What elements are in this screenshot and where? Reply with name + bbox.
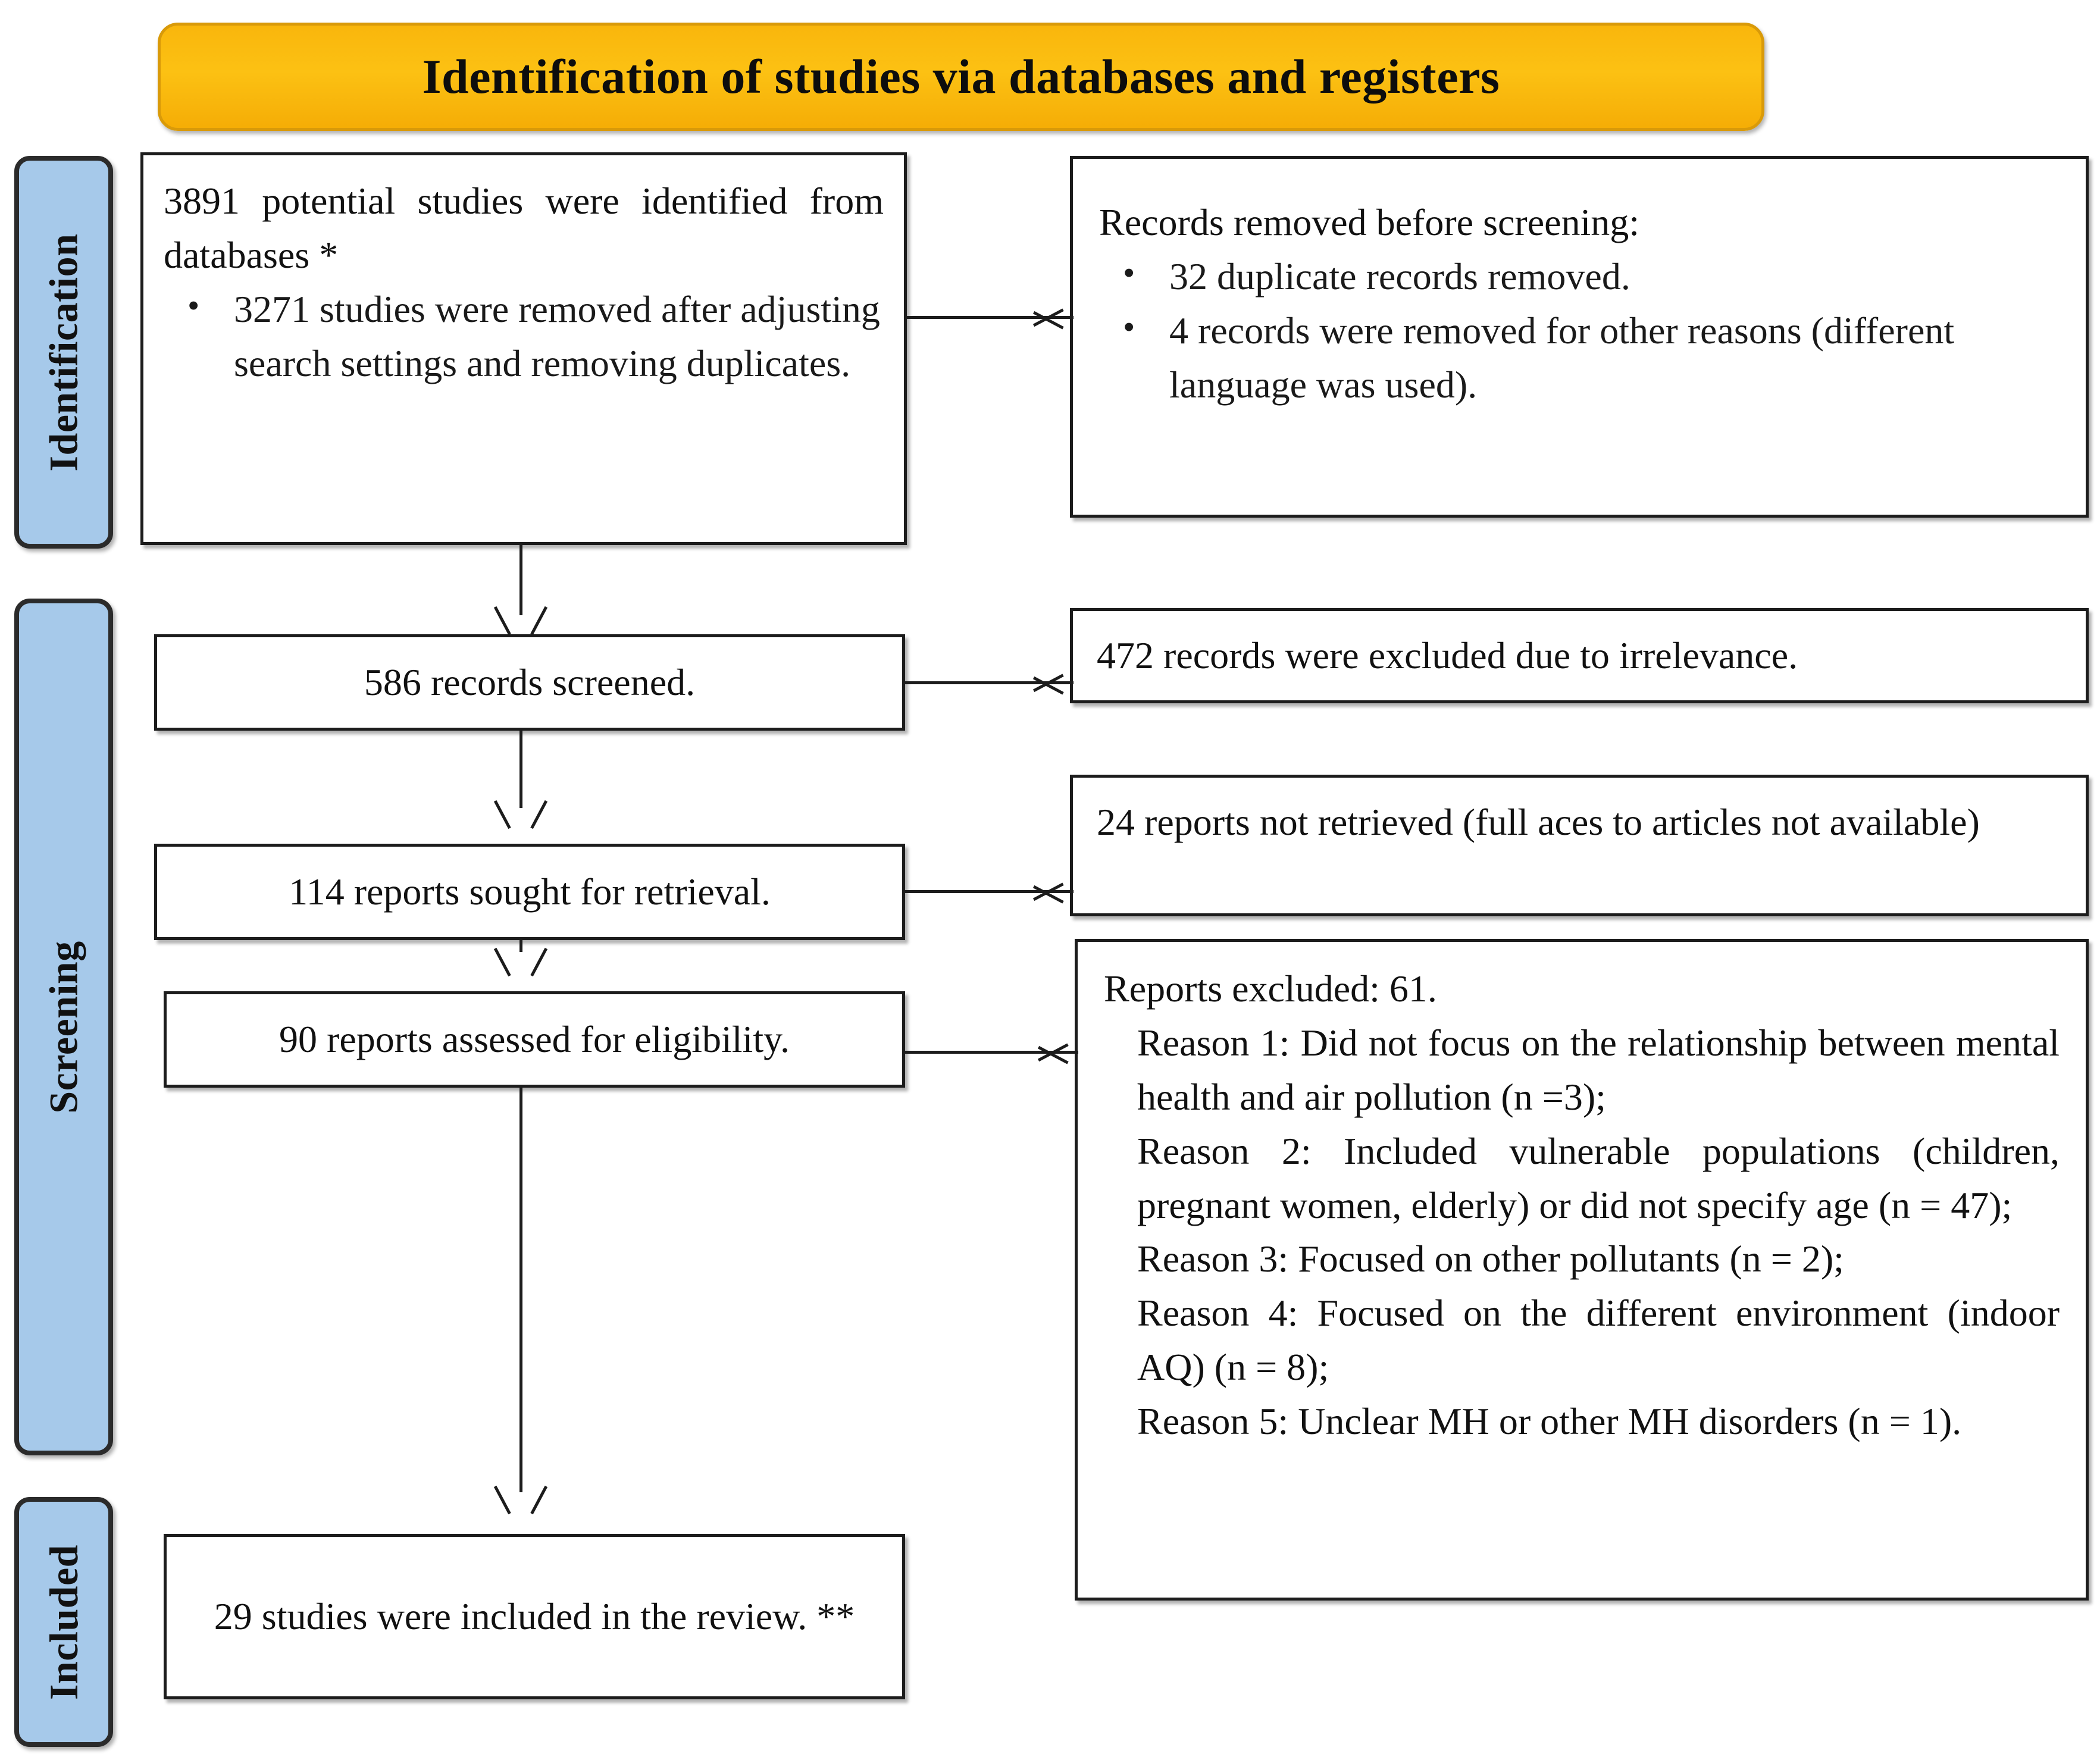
arrowhead-identified-to-removed: [1049, 301, 1076, 334]
records-excluded-text: 472 records were excluded due to irrelev…: [1097, 634, 1798, 677]
arrowhead-assessed-to-excluded: [1053, 1036, 1081, 1069]
connector-sought-to-assessed: [519, 940, 522, 952]
studies-identified-heading: 3891 potential studies were identified f…: [164, 180, 884, 276]
studies-identified-bullets: 3271 studies were removed after adjustin…: [164, 281, 884, 391]
studies-included-text: 29 studies were included in the review. …: [214, 1595, 855, 1637]
connector-screened-to-sought: [519, 731, 522, 808]
connector-assessed-to-included: [519, 1088, 522, 1492]
records-removed-heading: Records removed before screening:: [1099, 201, 1640, 243]
stage-label-identification: Identification: [14, 156, 113, 549]
connector-identified-to-removed: [907, 316, 1074, 319]
list-item: 32 duplicate records removed.: [1099, 249, 2060, 304]
stage-label-identification-text: Identification: [40, 233, 86, 471]
connector-identified-to-screened: [519, 545, 522, 615]
box-records-excluded-irrelevance: 472 records were excluded due to irrelev…: [1070, 608, 2089, 703]
box-reports-assessed: 90 reports assessed for eligibility.: [164, 991, 905, 1088]
arrowhead-assessed-to-included: [504, 1485, 537, 1512]
arrowhead-screened-to-excluded: [1049, 666, 1076, 700]
box-studies-included: 29 studies were included in the review. …: [164, 1534, 905, 1699]
stage-label-screening: Screening: [14, 599, 113, 1455]
arrowhead-identified-to-screened: [504, 606, 537, 633]
reports-sought-text: 114 reports sought for retrieval.: [289, 870, 771, 913]
exclusion-reason-5: Reason 5: Unclear MH or other MH disorde…: [1137, 1400, 1962, 1442]
exclusion-reason-2: Reason 2: Included vulnerable population…: [1137, 1129, 2060, 1226]
connector-screened-to-excluded: [905, 681, 1074, 684]
exclusion-reason-4: Reason 4: Focused on the different envir…: [1137, 1292, 2060, 1389]
reports-assessed-text: 90 reports assessed for eligibility.: [279, 1017, 790, 1060]
diagram-header-banner: Identification of studies via databases …: [158, 23, 1764, 131]
connector-sought-to-not-retrieved: [905, 890, 1074, 893]
records-screened-text: 586 records screened.: [364, 660, 696, 703]
reports-excluded-heading: Reports excluded: 61.: [1104, 967, 1437, 1010]
stage-label-included-text: Included: [40, 1544, 86, 1700]
exclusion-reason-1: Reason 1: Did not focus on the relations…: [1137, 1021, 2060, 1118]
arrowhead-screened-to-sought: [504, 800, 537, 827]
box-reports-sought: 114 reports sought for retrieval.: [154, 844, 905, 940]
box-records-screened: 586 records screened.: [154, 634, 905, 731]
list-item: 3271 studies were removed after adjustin…: [164, 281, 884, 391]
page-title: Identification of studies via databases …: [422, 49, 1500, 104]
exclusion-reason-3: Reason 3: Focused on other pollutants (n…: [1137, 1238, 1844, 1280]
reports-not-retrieved-text: 24 reports not retrieved (full aces to a…: [1097, 801, 1980, 843]
box-studies-identified: 3891 potential studies were identified f…: [140, 152, 907, 545]
stage-label-included: Included: [14, 1497, 113, 1747]
connector-assessed-to-excluded: [905, 1051, 1078, 1054]
box-reports-not-retrieved: 24 reports not retrieved (full aces to a…: [1070, 775, 2089, 916]
box-records-removed-before-screening: Records removed before screening: 32 dup…: [1070, 156, 2089, 518]
arrowhead-sought-to-not-retrieved: [1049, 875, 1076, 909]
stage-label-screening-text: Screening: [40, 940, 86, 1114]
arrowhead-sought-to-assessed: [504, 947, 537, 975]
records-removed-bullets: 32 duplicate records removed. 4 records …: [1099, 249, 2060, 412]
box-reports-excluded: Reports excluded: 61. Reason 1: Did not …: [1075, 939, 2089, 1601]
list-item: 4 records were removed for other reasons…: [1099, 303, 2060, 412]
